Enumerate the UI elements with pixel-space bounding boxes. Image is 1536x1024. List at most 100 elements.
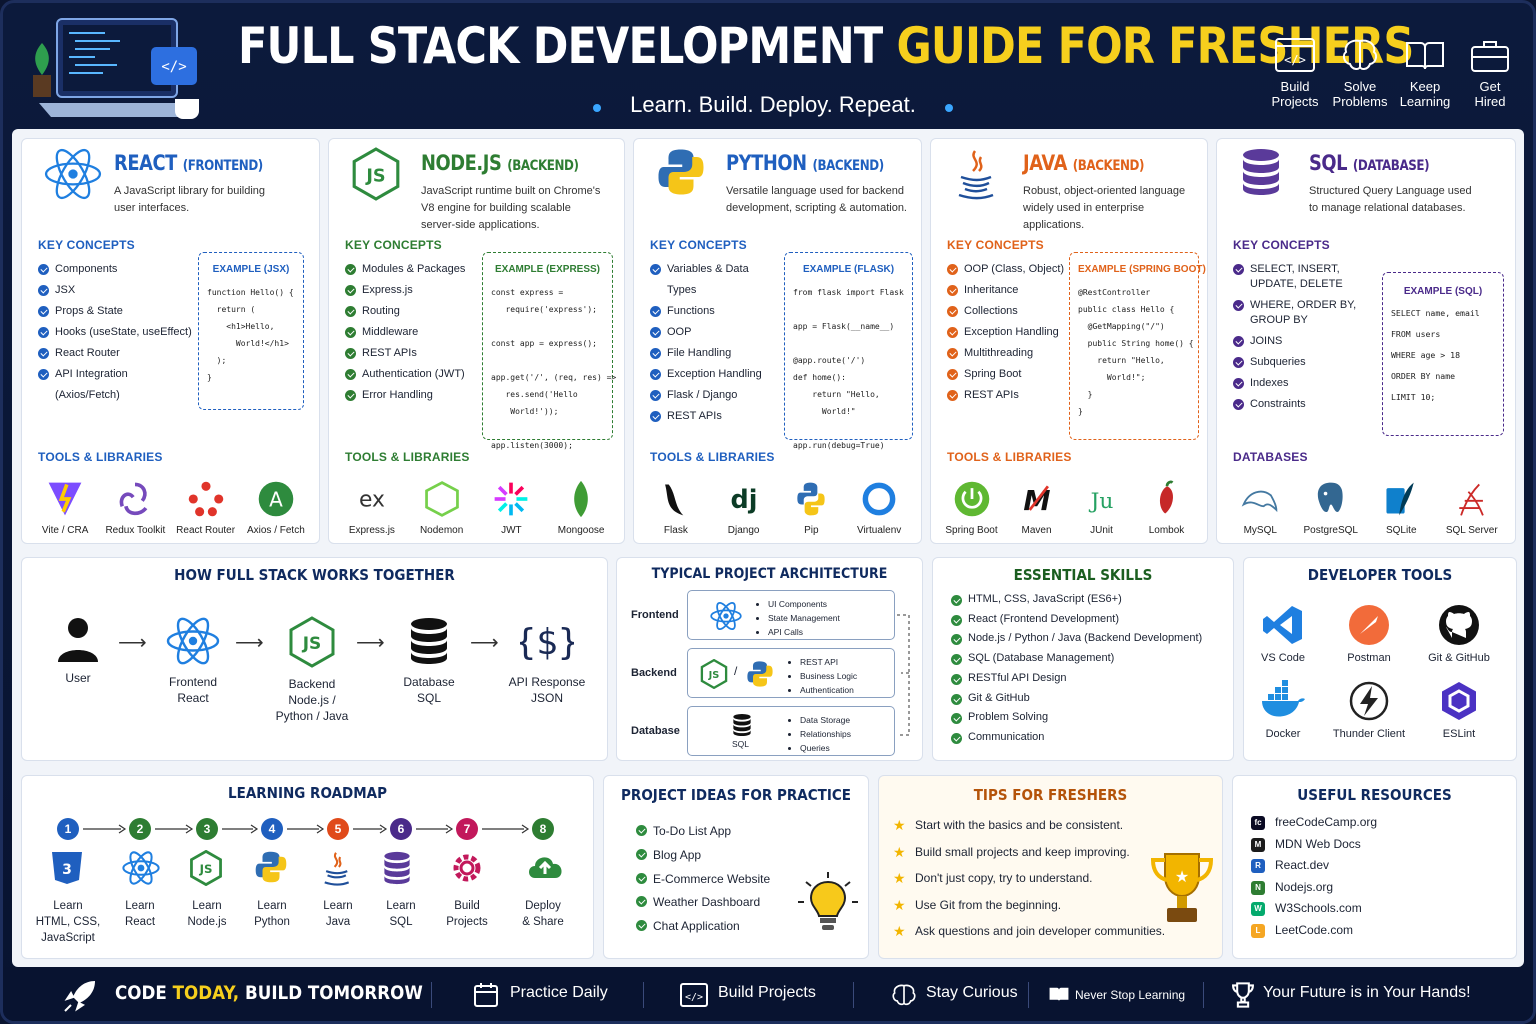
nodejs-icon: JS <box>352 147 400 201</box>
tool-eslint: ESLint <box>1409 680 1509 740</box>
tip-item: Use Git from the beginning. <box>893 892 1165 919</box>
nodejs-icon: JS <box>190 849 222 887</box>
sql-server-icon <box>1459 483 1484 516</box>
python-icon <box>747 661 773 687</box>
postgresql-icon <box>1317 482 1343 513</box>
code-example-body: from flask import Flask app = Flask(__na… <box>793 288 904 450</box>
concept-item: WHERE, ORDER BY, GROUP BY <box>1233 295 1378 331</box>
skill-item: SQL (Database Management) <box>951 649 1202 669</box>
spring-boot-icon <box>954 481 989 517</box>
vscode-icon <box>1263 606 1302 644</box>
flow-arrow-icon: ⟶ <box>470 632 499 654</box>
skill-item: Git & GitHub <box>951 689 1202 709</box>
essential-skills-title: ESSENTIAL SKILLS <box>1013 566 1153 584</box>
code-window-icon: </> <box>1275 38 1315 72</box>
project-item: Blog App <box>636 844 770 868</box>
skill-item: RESTful API Design <box>951 669 1202 689</box>
postman-icon <box>1349 605 1389 645</box>
tech-card-python: PYTHON (BACKEND)Versatile language used … <box>633 138 922 544</box>
skill-item: Communication <box>951 728 1202 748</box>
roadmap-arrow-icon <box>353 824 388 834</box>
arch-row-frontend: UI ComponentsState ManagementAPI Calls <box>687 590 895 640</box>
concept-item: Spring Boot <box>947 364 1065 385</box>
tip-item: Start with the basics and be consistent. <box>893 812 1165 839</box>
concept-item: Indexes <box>1233 373 1378 394</box>
roadmap-step-number: 1 <box>57 818 79 840</box>
arch-row-backend: JS / REST APIBusiness LogicAuthenticatio… <box>687 648 895 698</box>
roadmap-step-number: 7 <box>456 818 478 840</box>
skill-item: Node.js / Python / Java (Backend Develop… <box>951 629 1202 649</box>
tool-postman: Postman <box>1319 604 1419 664</box>
react-icon <box>122 851 160 885</box>
roadmap-step-icon: JS <box>189 849 223 891</box>
skill-item: HTML, CSS, JavaScript (ES6+) <box>951 590 1202 610</box>
project-ideas-card: PROJECT IDEAS FOR PRACTICE To-Do List Ap… <box>603 775 869 959</box>
footer-divider <box>1028 982 1029 1008</box>
developer-tools-card: DEVELOPER TOOLS VS Code Postman Git & Gi… <box>1243 557 1517 761</box>
tool-lombok: Lombok <box>1134 479 1199 536</box>
roadmap-arrow-icon <box>287 824 325 834</box>
laptop-illustration-icon: </> <box>33 18 199 119</box>
code-example-title: EXAMPLE (FLASK) <box>802 264 895 275</box>
database-icon <box>411 618 447 664</box>
tech-card-title: NODE.JS (BACKEND) <box>421 151 579 175</box>
tool-sqlite: SQLite <box>1366 479 1436 536</box>
code-example: EXAMPLE (SPRING BOOT)@RestController pub… <box>1069 252 1206 440</box>
concept-item: Express.js <box>345 280 478 301</box>
nodejs-icon: JS <box>700 659 728 689</box>
code-example-title: EXAMPLE (SPRING BOOT) <box>1078 264 1206 275</box>
lombok-icon <box>1159 480 1173 514</box>
project-ideas-title: PROJECT IDEAS FOR PRACTICE <box>621 786 851 804</box>
roadmap-step-number: 5 <box>327 818 349 840</box>
sqlite-icon <box>1386 482 1414 516</box>
concept-item: OOP (Class, Object) <box>947 259 1065 280</box>
concept-item: OOP <box>650 322 780 343</box>
svg-text:</>: </> <box>1284 53 1306 67</box>
db-icon-label: SQL <box>732 739 750 749</box>
concept-item: Multithreading <box>947 343 1065 364</box>
essential-skills-list: HTML, CSS, JavaScript (ES6+)React (Front… <box>951 590 1202 748</box>
svg-text:A: A <box>269 487 283 511</box>
tool-mysql: MySQL <box>1225 479 1295 536</box>
resource-logo-icon: N <box>1251 880 1265 895</box>
github-icon <box>1439 605 1479 645</box>
roadmap-step-number: 3 <box>196 818 218 840</box>
maven-icon: M <box>1023 485 1050 517</box>
project-item: To-Do List App <box>636 820 770 844</box>
code-window-icon: </> <box>680 983 708 1007</box>
key-concepts-label: KEY CONCEPTS <box>38 238 135 252</box>
html-css-js-icon: 3 <box>52 852 82 884</box>
developer-tools-title: DEVELOPER TOOLS <box>1307 566 1453 584</box>
tech-card-title: SQL (DATABASE) <box>1309 151 1430 175</box>
react-icon <box>44 148 102 200</box>
roadmap-arrow-icon <box>83 824 127 834</box>
tool-spring-boot: Spring Boot <box>939 479 1004 536</box>
slash-separator: / <box>734 664 738 678</box>
svg-text:</>: </> <box>685 992 703 1003</box>
resource-logo-icon: fc <box>1251 816 1265 830</box>
concept-item: File Handling <box>650 343 780 364</box>
tool-github: Git & GitHub <box>1409 604 1509 664</box>
svg-text:3: 3 <box>62 862 72 878</box>
java-icon <box>324 852 350 886</box>
tool-redux: Redux Toolkit <box>100 479 170 536</box>
brain-icon <box>892 984 916 1006</box>
tech-card-title: JAVA (BACKEND) <box>1023 151 1145 175</box>
concept-item: Hooks (useState, useEffect) <box>38 322 194 343</box>
tip-item: Don't just copy, try to understand. <box>893 865 1165 892</box>
project-item: E-Commerce Website <box>636 868 770 892</box>
roadmap-arrow-icon <box>416 824 454 834</box>
concept-item: Inheritance <box>947 280 1065 301</box>
junit-icon: Ju <box>1088 489 1113 514</box>
resource-logo-icon: W <box>1251 902 1265 916</box>
concept-item: SELECT, INSERT, UPDATE, DELETE <box>1233 259 1378 295</box>
mongoose-icon <box>574 480 588 518</box>
roadmap-step-icon <box>254 850 288 889</box>
